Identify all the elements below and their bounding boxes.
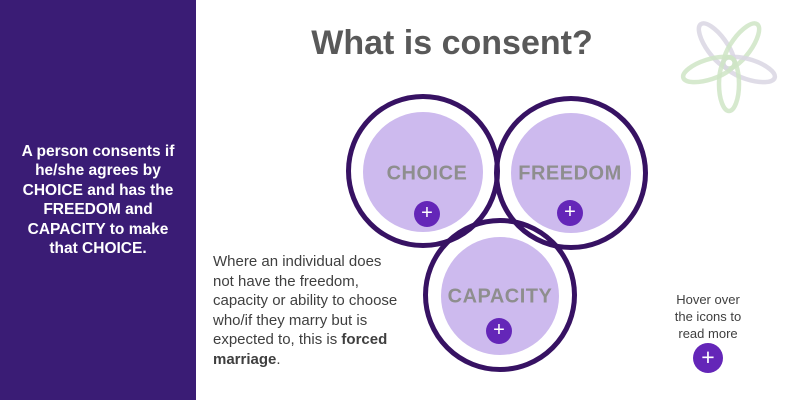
sidebar-text: A person consents if he/she agrees by CH…: [21, 142, 175, 258]
freedom-circle-ring: [494, 96, 648, 250]
description-text: Where an individual does not have the fr…: [213, 253, 398, 348]
plus-icon: +: [564, 201, 576, 223]
freedom-label: FREEDOM: [518, 162, 622, 185]
plus-icon: +: [701, 343, 715, 370]
plus-icon: +: [493, 319, 505, 341]
choice-label: CHOICE: [386, 162, 468, 185]
sidebar-panel: A person consents if he/she agrees by CH…: [0, 0, 196, 400]
forced-marriage-description: Where an individual does not have the fr…: [213, 252, 399, 369]
capacity-plus-button[interactable]: +: [486, 318, 512, 344]
freedom-plus-button[interactable]: +: [557, 200, 583, 226]
description-bold-text: forced marriage: [213, 331, 388, 368]
plus-icon: +: [421, 202, 433, 224]
capacity-circle-ring: [423, 218, 577, 372]
star-knot-logo-icon: [680, 21, 778, 114]
hover-hint-text: Hover over the icons to read more: [674, 292, 742, 341]
page-title: What is consent?: [311, 24, 593, 62]
choice-plus-button[interactable]: +: [414, 201, 440, 227]
hint-plus-button[interactable]: +: [693, 343, 723, 373]
capacity-label: CAPACITY: [447, 285, 553, 308]
description-period: .: [276, 350, 281, 368]
